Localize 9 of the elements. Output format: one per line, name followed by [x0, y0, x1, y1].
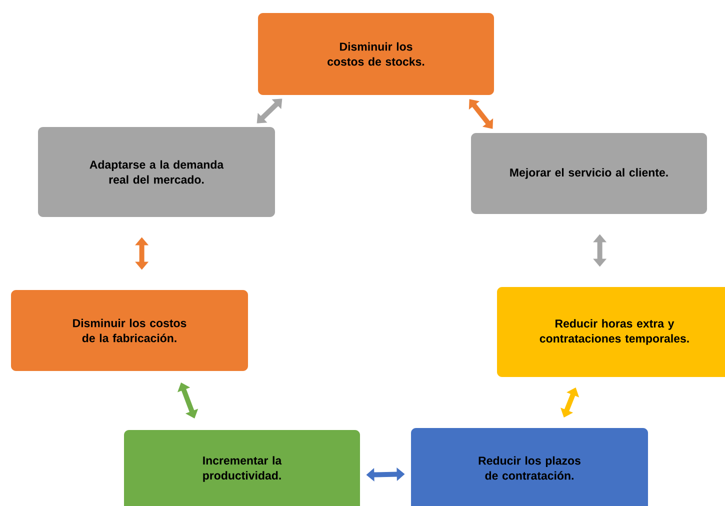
- double-arrow: [256, 98, 282, 124]
- process-box: Reducir horas extra y contrataciones temporales.: [497, 287, 725, 377]
- process-box: Incrementar la productividad.: [124, 430, 360, 506]
- process-box: Disminuir los costos de stocks.: [258, 13, 494, 95]
- process-box: Disminuir los costos de la fabricación.: [11, 290, 248, 371]
- process-box: Mejorar el servicio al cliente.: [471, 133, 707, 214]
- process-box: Adaptarse a la demanda real del mercado.: [38, 127, 275, 217]
- process-box: Reducir los plazos de contratación.: [411, 428, 648, 506]
- double-arrow: [468, 99, 494, 129]
